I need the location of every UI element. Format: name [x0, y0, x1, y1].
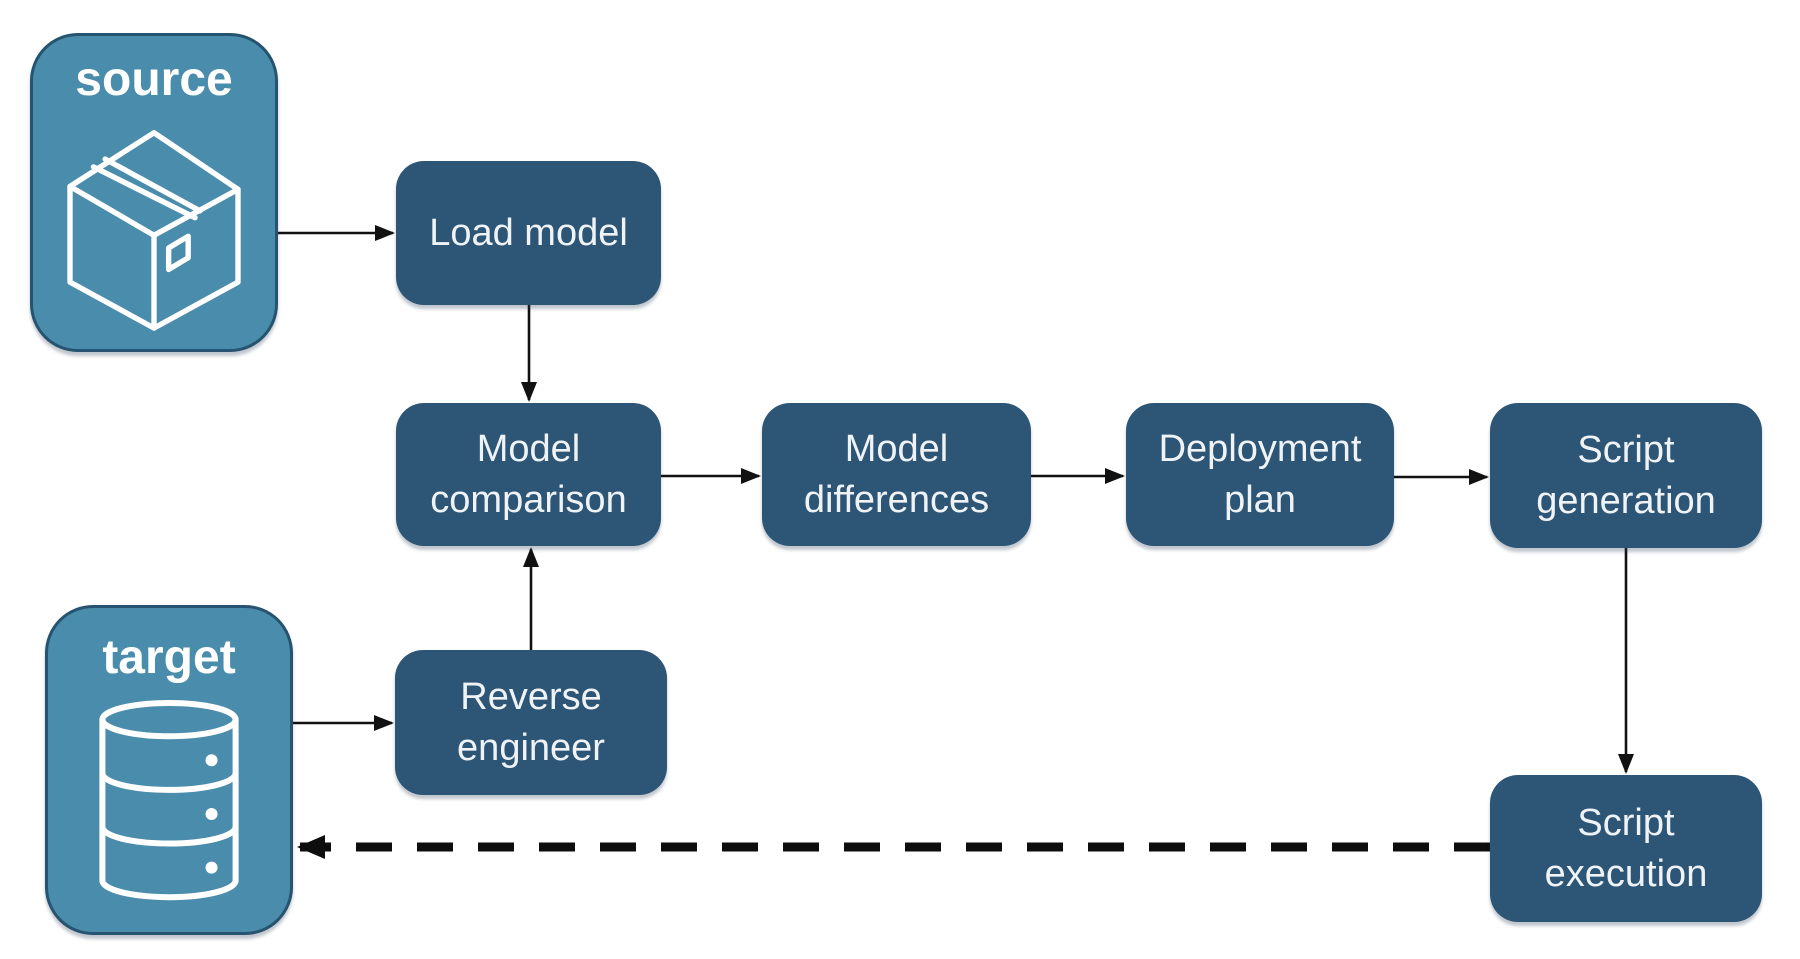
- node-reverse-engineer: Reverse engineer: [395, 650, 667, 795]
- node-script-generation-label: Script generation: [1536, 429, 1716, 522]
- source-label: source: [75, 53, 233, 106]
- target-container: target: [45, 605, 293, 935]
- node-model-differences-label: Model differences: [803, 428, 990, 521]
- node-model-differences: Model differences: [762, 403, 1031, 546]
- node-load-model: Load model: [396, 161, 661, 305]
- node-script-execution-label: Script execution: [1544, 802, 1708, 895]
- node-deployment-plan-label: Deployment plan: [1158, 428, 1362, 521]
- node-script-generation: Script generation: [1490, 403, 1762, 548]
- node-model-comparison-label: Model comparison: [430, 428, 627, 521]
- target-label: target: [102, 631, 236, 684]
- database-icon: [99, 700, 239, 901]
- node-model-comparison: Model comparison: [396, 403, 661, 546]
- node-load-model-label: Load model: [429, 211, 628, 254]
- source-container: source: [30, 33, 278, 352]
- node-script-execution: Script execution: [1490, 775, 1762, 922]
- package-icon: [67, 130, 241, 331]
- node-reverse-engineer-label: Reverse engineer: [457, 676, 605, 769]
- node-deployment-plan: Deployment plan: [1126, 403, 1394, 546]
